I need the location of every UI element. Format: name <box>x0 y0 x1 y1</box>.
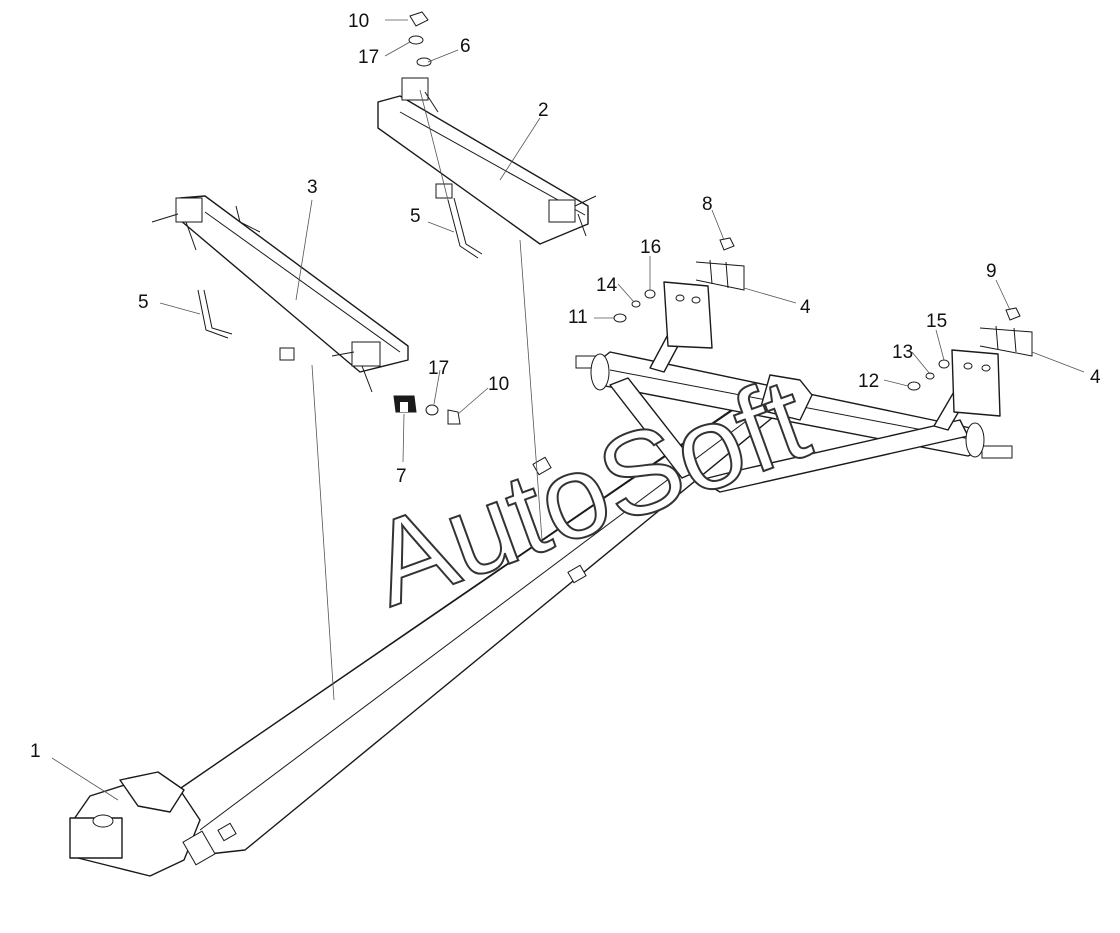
callout-14: 14 <box>596 275 618 296</box>
watermark-logo: AutoSoft <box>354 353 824 632</box>
callout-10-lower: 10 <box>488 374 509 395</box>
beam-assembly-3 <box>151 195 409 393</box>
callout-4-left: 4 <box>800 297 811 318</box>
fasteners <box>408 11 1021 425</box>
drawbar-frame <box>69 311 1013 877</box>
callout-7: 7 <box>396 466 407 487</box>
clamp-plate-assembly-right <box>951 325 1033 417</box>
callout-5-left: 5 <box>138 292 149 313</box>
callout-labels: 1 2 3 4 4 5 5 6 7 8 9 10 10 11 12 13 14 … <box>30 11 1101 762</box>
callout-6: 6 <box>460 36 471 57</box>
callout-17-top: 17 <box>358 47 379 68</box>
callout-8: 8 <box>702 194 713 215</box>
callout-10-top: 10 <box>348 11 369 32</box>
callout-16: 16 <box>640 237 661 258</box>
assembly-guide-lines <box>311 89 543 701</box>
callout-1: 1 <box>30 741 41 762</box>
callout-5-right: 5 <box>410 206 421 227</box>
callout-3: 3 <box>307 177 318 198</box>
clamp-plate-assembly-left <box>663 259 745 349</box>
callout-9: 9 <box>986 261 997 282</box>
callout-15: 15 <box>926 311 947 332</box>
callout-4-right: 4 <box>1090 367 1101 388</box>
callout-17-lower: 17 <box>428 358 449 379</box>
u-bolt-5-left <box>197 289 233 339</box>
callout-13: 13 <box>892 342 913 363</box>
u-bolt-5-right <box>447 197 483 259</box>
callout-2: 2 <box>538 100 549 121</box>
callout-12: 12 <box>858 371 879 392</box>
callout-leaders <box>51 19 1085 801</box>
callout-11: 11 <box>568 307 588 328</box>
spacer-7 <box>393 395 417 413</box>
